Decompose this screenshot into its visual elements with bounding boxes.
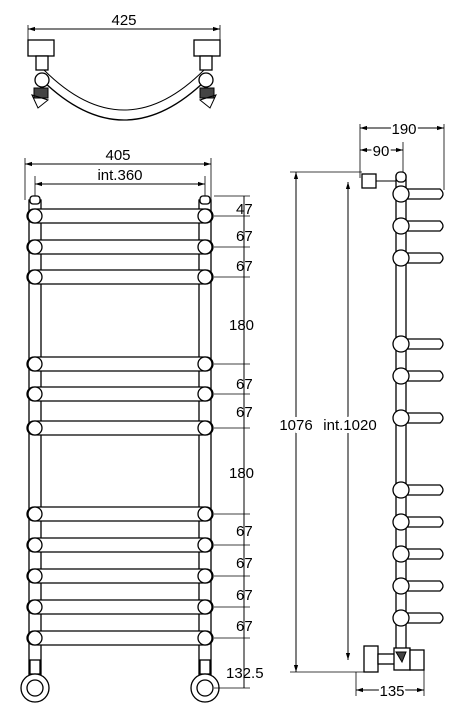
spacing-label-10: 67 (236, 587, 253, 604)
rung-joint (197, 208, 213, 224)
rung-joint (197, 630, 213, 646)
rung-9 (26, 568, 214, 584)
side-rung-3 (392, 249, 444, 267)
side-rung-5 (392, 367, 444, 385)
rung-joint (197, 356, 213, 372)
rung-joint (197, 506, 213, 522)
side-rung-2 (392, 217, 444, 235)
rung-joint (27, 356, 43, 372)
rung-7 (26, 506, 214, 522)
rung-joint (27, 239, 43, 255)
rung-8 (26, 537, 214, 553)
side-offset-label: 90 (373, 143, 390, 160)
side-rung-6 (392, 409, 444, 427)
spacing-label-2: 67 (236, 228, 253, 245)
spacing-label-7: 180 (229, 465, 254, 482)
top-width-label: 425 (111, 12, 136, 29)
curved-rail (41, 79, 207, 121)
spacing-ticks (214, 195, 250, 689)
left-wall-bracket (27, 39, 55, 109)
spacing-label-11: 67 (236, 618, 253, 635)
rung-joint (27, 630, 43, 646)
rung-6 (26, 420, 214, 436)
side-view: 190 90 1076 int.1020 (276, 119, 445, 702)
right-wall-bracket (193, 39, 221, 109)
side-rungs-group (392, 185, 444, 627)
rung-joint (27, 386, 43, 402)
spacing-label-9: 67 (236, 555, 253, 572)
side-rung-9 (392, 545, 444, 563)
spacing-label-8: 67 (236, 523, 253, 540)
rung-joint (197, 568, 213, 584)
rung-1 (26, 208, 214, 224)
side-bottom-valve (363, 645, 425, 673)
front-interaxis-label: int.360 (97, 167, 142, 184)
side-rung-4 (392, 335, 444, 353)
side-rung-10 (392, 577, 444, 595)
rung-10 (26, 599, 214, 615)
rung-joint (27, 537, 43, 553)
rung-3 (26, 269, 214, 285)
side-interaxis-label: int.1020 (323, 417, 376, 434)
rung-joint (27, 506, 43, 522)
left-valve (20, 659, 50, 703)
rung-joint (197, 239, 213, 255)
rung-joint (197, 269, 213, 285)
spacing-label-5: 67 (236, 376, 253, 393)
front-view: 405 int.360 47 67 67 180 67 (20, 147, 264, 703)
front-width-label: 405 (105, 147, 130, 164)
rung-11 (26, 630, 214, 646)
rung-joint (197, 537, 213, 553)
rung-joint (197, 599, 213, 615)
rung-joint (27, 208, 43, 224)
rungs-group (26, 208, 214, 646)
rung-joint (27, 269, 43, 285)
rung-joint (27, 599, 43, 615)
side-rung-8 (392, 513, 444, 531)
rung-joint (197, 386, 213, 402)
side-rung-11 (392, 609, 444, 627)
spacing-label-12: 132.5 (226, 665, 264, 682)
rung-joint (197, 420, 213, 436)
side-rung-7 (392, 481, 444, 499)
rung-4 (26, 356, 214, 372)
top-view: 425 (27, 12, 221, 121)
spacing-label-3: 67 (236, 258, 253, 275)
side-base-label: 135 (379, 683, 404, 700)
spacing-label-4: 180 (229, 317, 254, 334)
rung-joint (27, 420, 43, 436)
rung-joint (27, 568, 43, 584)
side-rung-1 (392, 185, 444, 203)
right-valve (190, 659, 220, 703)
spacing-label-6: 67 (236, 404, 253, 421)
side-height-label: 1076 (279, 417, 312, 434)
rung-2 (26, 239, 214, 255)
spacing-label-1: 47 (236, 201, 253, 218)
side-depth-label: 190 (391, 121, 416, 138)
rung-5 (26, 386, 214, 402)
side-wall-bracket (361, 173, 377, 189)
